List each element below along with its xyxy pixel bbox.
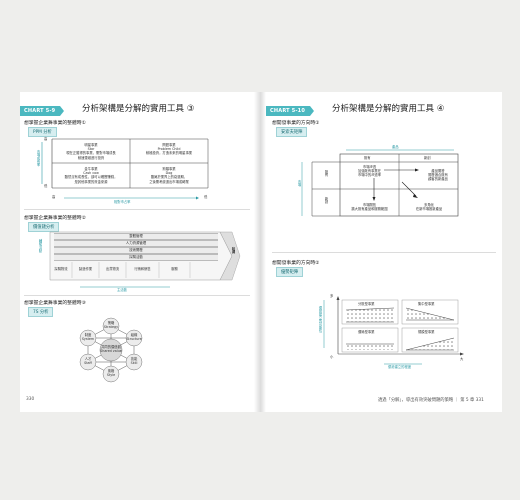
page-number-right: 331 (475, 398, 484, 403)
ppm-dog: 狗類事業 Dog 雖屬於業界上的衰退期， 之後需考慮退出市場或轉業 (149, 167, 189, 184)
right-page: CHART 5-10 分析架構是分解的實用工具 ④ 想開發事業的方向時① 安索夫… (266, 92, 502, 412)
page-number-left: 330 (26, 397, 35, 402)
advantage-y-top: 多 (330, 294, 334, 298)
ppm-axes (41, 138, 209, 200)
tool-label-ansoff: 安索夫矩陣 (276, 127, 308, 137)
tool-label-ppm: PPM 分析 (28, 127, 57, 137)
primary-activity-2: 製造作業 (78, 267, 93, 271)
divider (24, 295, 250, 296)
support-activity-4: 採購活動 (54, 254, 218, 261)
page-title: 分析架構是分解的實用工具 ③ (82, 104, 195, 114)
chart-tag: CHART 5-10 (266, 106, 315, 116)
ansoff-market-label: 市場 (297, 180, 301, 187)
ppm-y-label: 市場成長率 (36, 150, 40, 167)
primary-activity-1: 採購物流 (54, 267, 68, 271)
ansoff-product-label: 產品 (392, 145, 399, 149)
tool-label-advantage: 優勢矩陣 (276, 267, 304, 277)
ansoff-matrix (301, 149, 459, 217)
primary-activity-5: 服務 (171, 267, 178, 271)
ppm-cash-cow: 金牛事業 Cash cow 雖然沒有成長性，卻可以確實賺錢， 是其他事業的資金來… (64, 167, 118, 184)
ansoff-market-penetration: 市場滲透 加強既有事業在 市場中的滲透率 (357, 165, 382, 178)
section-heading-ansoff: 想開發事業的方向時① (272, 121, 320, 126)
divider (272, 252, 496, 253)
ansoff-market-development: 市場開拓 擴大既有產品和服務範圍 (351, 203, 388, 212)
primary-activity-4: 行銷和銷售 (134, 267, 151, 271)
ansoff-row-new: 新創 (324, 197, 328, 204)
tool-label-7s: 7S 分析 (28, 307, 54, 317)
section-heading-7s: 想掌握企業舞事業的整體時③ (24, 301, 86, 306)
book-gutter (254, 92, 266, 412)
ppm-x-label: 相對市占率 (114, 200, 131, 204)
page-title: 分析架構是分解的實用工具 ④ (332, 104, 445, 114)
ansoff-col-new: 新創 (424, 156, 431, 160)
value-chain-margin-label: 利潤 (231, 247, 235, 254)
support-activity-3: 技術開發 (54, 247, 218, 254)
advantage-x-right: 大 (460, 357, 464, 361)
footer-chapter-text: 透過「分解」，導出有效突破問題的策略 ｜ 第 5 章 331 (378, 398, 484, 403)
ppm-problem-child: 問題事業 Problem Child 積極投資，打造未來的明星事業 (145, 143, 193, 156)
value-chain-primary-label: 主活動 (117, 288, 127, 292)
support-activity-2: 人力資源管理 (54, 240, 218, 247)
ppm-star: 明星事業 Star 現在正獲得的事業，需對市場成長 積速運維進行投資 (66, 143, 116, 160)
support-activity-1: 整體管理 (54, 233, 218, 240)
section-heading-ppm: 想掌握企業舞事業的整體時① (24, 121, 86, 126)
ansoff-diversification: 多角化 在新市場推新產品 (415, 203, 443, 212)
advantage-specialized: 集中型事業 (418, 302, 435, 306)
section-heading-advantage: 想開發事業的方向時② (272, 261, 320, 266)
advantage-x-label: 優勢建立的程度 (388, 365, 412, 369)
ppm-x-right: 低 (204, 195, 208, 199)
primary-activity-3: 出貨物流 (105, 267, 120, 271)
section-heading-value-chain: 想掌握企業舞事業的整體時② (24, 216, 86, 221)
ansoff-row-existing: 既有 (324, 170, 328, 177)
chart-tag: CHART 5-9 (20, 106, 65, 116)
ansoff-product-development: 產品開發 開發適合既有 顧客的新產品 (428, 169, 448, 182)
divider (24, 209, 250, 210)
seven-s-diagram (79, 317, 143, 383)
advantage-y-label: 優勢建立的可能性 (318, 306, 322, 333)
ansoff-col-existing: 既有 (364, 156, 371, 160)
advantage-x-left: 小 (330, 355, 334, 359)
ppm-x-left: 高 (52, 195, 56, 199)
left-page: CHART 5-9 分析架構是分解的實用工具 ③ 想掌握企業舞事業的整體時① P… (20, 92, 254, 412)
advantage-stalemate: 僵局型事業 (358, 330, 375, 334)
value-chain-support-label: 輔助活動 (38, 239, 42, 253)
ppm-y-top: 高 (44, 137, 48, 141)
ppm-y-bottom: 低 (44, 184, 48, 188)
advantage-fragmented: 分散型事業 (358, 302, 375, 306)
advantage-matrix (323, 296, 464, 365)
tool-label-value-chain: 價值鏈分析 (28, 222, 60, 232)
advantage-volume: 規模型事業 (418, 330, 435, 334)
